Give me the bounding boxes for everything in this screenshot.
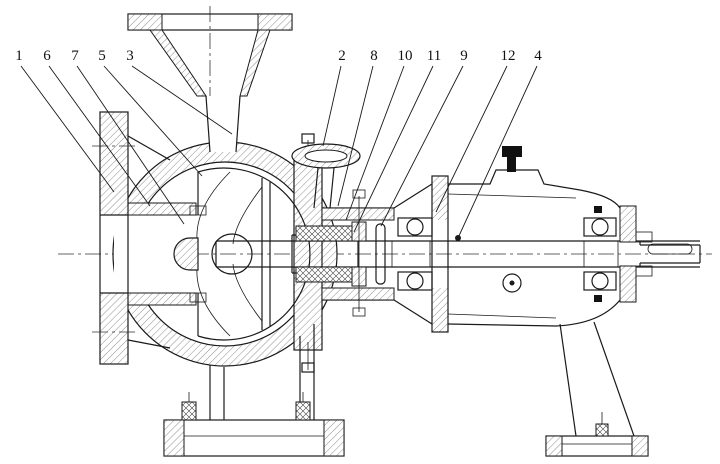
impeller-vane <box>196 171 231 241</box>
pedestal-anchor-bolt-right <box>295 401 311 421</box>
part-label-5: 5 <box>98 48 106 64</box>
discharge-throat-opening <box>206 96 240 152</box>
part-label-8: 8 <box>370 48 378 64</box>
part-label-3: 3 <box>126 48 134 64</box>
impeller-nut <box>173 237 199 271</box>
outboard-bearing-outer-race-bottom <box>583 271 617 291</box>
impeller <box>173 167 311 341</box>
leader-line-part-7 <box>76 65 185 225</box>
impeller-hub <box>211 233 253 275</box>
casing-cover <box>293 157 323 351</box>
leader-line-part-1 <box>20 65 115 193</box>
part-label-2: 2 <box>338 48 346 64</box>
packing-rings-top <box>295 225 353 242</box>
part-label-1: 1 <box>15 48 23 64</box>
part-label-10: 10 <box>398 48 413 64</box>
suction-passage-wall-bottom <box>127 292 197 306</box>
inboard-bearing-ball <box>406 218 424 236</box>
oil-sight-hole <box>502 273 522 293</box>
discharge-neck-wall-right <box>239 29 271 97</box>
bearing-seal-top <box>594 206 602 213</box>
frame-mounting-flange <box>431 175 449 333</box>
bearing-frame <box>393 146 653 333</box>
leader-line-part-6 <box>48 65 151 207</box>
seal-flush-fitting <box>291 143 361 209</box>
pedestal-anchor-bolt-left <box>181 401 197 421</box>
part-label-11: 11 <box>427 48 441 64</box>
housing-bottom-outline <box>555 299 621 327</box>
bearing-end-cap-bottom <box>619 265 637 303</box>
gland-nut-bottom <box>352 307 366 317</box>
stuffing-box-seal <box>295 189 395 317</box>
oil-fill-plug <box>502 146 522 157</box>
support-foot <box>545 321 649 457</box>
adapter-top <box>393 183 433 209</box>
housing-top-outline <box>448 169 581 191</box>
part-label-4: 4 <box>534 48 542 64</box>
inboard-bearing-outer-race-top <box>397 217 433 237</box>
bearing-end-cap-top <box>619 205 637 243</box>
outboard-bearing-ball <box>591 272 609 290</box>
impeller-front-shroud <box>197 167 311 341</box>
pump-pedestal <box>163 324 345 457</box>
bearings <box>397 206 617 302</box>
foot-anchor-bolt <box>595 423 609 437</box>
packing-rings-bottom <box>295 266 353 283</box>
leader-line-part-2 <box>322 65 342 147</box>
slinger-deflector <box>375 223 386 285</box>
outboard-bearing-ball <box>591 218 609 236</box>
cover-nut-top <box>301 133 315 144</box>
leader-lines <box>20 65 538 241</box>
leader-line-part-10 <box>345 65 405 221</box>
leader-line-part-9 <box>380 65 464 227</box>
impeller-vane <box>196 267 231 337</box>
part-label-6: 6 <box>43 48 51 64</box>
part-label-7: 7 <box>71 48 79 64</box>
leader-line-part-3 <box>131 65 233 135</box>
shaft-keyway <box>647 243 693 255</box>
gland-nut-top <box>352 189 366 199</box>
leader-line-part-11 <box>353 65 434 233</box>
part-label-12: 12 <box>501 48 516 64</box>
leader-line-part-8 <box>337 65 374 207</box>
inboard-bearing-outer-race-bottom <box>397 271 433 291</box>
part-labels: 1 6 7 5 3 2 8 10 11 9 12 4 <box>15 48 542 64</box>
leader-line-part-12 <box>435 65 508 213</box>
bearing-seal-bottom <box>594 295 602 302</box>
leader-dot-part-4 <box>455 235 461 241</box>
impeller-vane <box>232 186 263 245</box>
wear-ring-bottom <box>189 292 207 303</box>
adapter-bottom <box>393 299 433 325</box>
pedestal-base-plate <box>163 419 345 457</box>
discharge-neck-wall-left <box>149 29 207 97</box>
wear-ring-top <box>189 205 207 216</box>
impeller-vane <box>232 263 263 322</box>
suction-passage-wall-top <box>127 202 197 216</box>
suction-flange <box>92 111 171 365</box>
leader-line-part-5 <box>103 65 203 177</box>
leader-line-part-4 <box>457 65 538 239</box>
inboard-bearing-ball <box>406 272 424 290</box>
outboard-bearing-outer-race-top <box>583 217 617 237</box>
part-label-9: 9 <box>460 48 468 64</box>
discharge-flange <box>127 13 293 97</box>
